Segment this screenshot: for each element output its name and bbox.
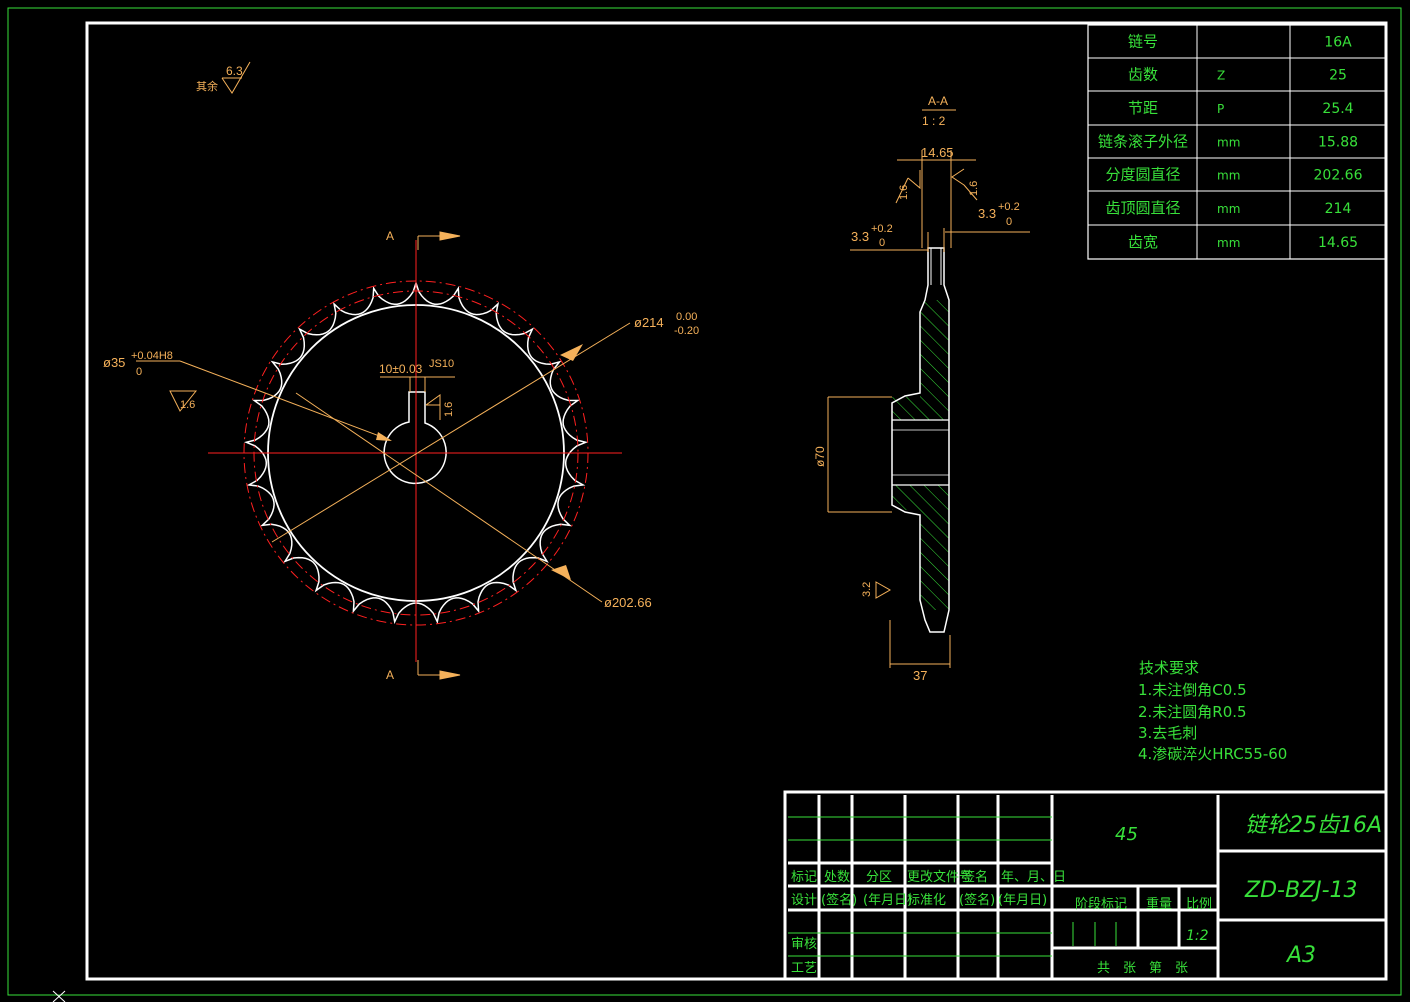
- section-arrow-bottom: [417, 660, 461, 680]
- dim-keyway-width: 10±0.03: [379, 362, 423, 376]
- roughness-face-symbols: [895, 168, 978, 204]
- dim-bore-upper: +0.04H8: [131, 350, 173, 362]
- sheet-size: A3: [1285, 943, 1316, 968]
- dim-tooth-width: 14.65: [921, 145, 954, 160]
- tech-requirements-title: 技术要求: [1139, 659, 1199, 677]
- param-value: 202.66: [1314, 168, 1363, 184]
- dim-hub-dia: ø70: [813, 446, 827, 467]
- signature-column-label: 设计: [791, 893, 817, 908]
- label-weight: 重量: [1146, 896, 1172, 912]
- tech-requirement-item: 1.未注倒角C0.5: [1138, 681, 1247, 699]
- tech-requirement-item: 4.渗碳淬火HRC55-60: [1138, 745, 1287, 763]
- tech-requirement-item: 3.去毛刺: [1138, 724, 1197, 742]
- roughness-key-value: 1.6: [443, 402, 455, 417]
- parameter-table: 链号 16A 齿数 Z 25 节距 P 25.4 链条滚子外径 mm 15.88 分度圆直径 mm 202…: [1087, 24, 1387, 260]
- dim-chamfer-left: 3.3: [851, 229, 869, 244]
- outer-border: [7, 7, 1402, 996]
- param-symbol: mm: [1217, 136, 1240, 150]
- section-arrow-top: [417, 231, 461, 250]
- label-review: 审核: [791, 937, 817, 952]
- param-value: 15.88: [1318, 135, 1358, 151]
- section-scale: 1 : 2: [922, 114, 946, 128]
- signature-column-label: (签名): [821, 892, 857, 908]
- revision-column-label: 标记: [791, 870, 817, 885]
- param-symbol: Z: [1217, 69, 1225, 83]
- dim-outer-dia: ø214: [634, 315, 664, 330]
- signature-column-label: (年月日): [863, 893, 912, 908]
- roughness-bore-value: 1.6: [180, 399, 195, 411]
- dim-pitch-dia: ø202.66: [604, 595, 652, 610]
- revision-column-label: 年、月、日: [1001, 870, 1066, 885]
- param-value: 14.65: [1318, 235, 1358, 251]
- param-symbol: mm: [1217, 236, 1240, 250]
- param-name: 分度圆直径: [1105, 166, 1180, 184]
- dim-bore-lower: 0: [136, 366, 142, 378]
- scale-value: 1:2: [1186, 928, 1209, 944]
- section-label-top: A: [386, 229, 394, 243]
- drawing-frame: [85, 21, 1388, 981]
- section-label-bottom: A: [386, 668, 394, 682]
- revision-column-label: 签名: [962, 869, 988, 885]
- roughness-bore-symbol: [169, 390, 198, 412]
- revision-column-label: 更改文件号: [907, 870, 972, 885]
- param-symbol: mm: [1217, 169, 1240, 183]
- dim-hub-length: 37: [913, 668, 927, 683]
- part-name: 链轮25齿16A: [1245, 813, 1382, 838]
- param-name: 链号: [1128, 33, 1158, 51]
- signature-column-label: 标准化: [907, 893, 946, 908]
- dim-bore-dia: ø35: [103, 355, 125, 370]
- arrow-bore: [376, 432, 392, 441]
- roughness-face-right: 1.6: [968, 181, 980, 196]
- tech-requirements: 技术要求 1.未注倒角C0.5 2.未注圆角R0.5 3.去毛刺 4.渗碳淬火H…: [1138, 659, 1287, 763]
- label-stage: 阶段标记: [1075, 897, 1127, 912]
- bore-keyway: [383, 391, 447, 485]
- param-value: 16A: [1324, 35, 1352, 51]
- roughness-key-symbol: [425, 394, 441, 420]
- roughness-other-symbol: 其余 6.3: [196, 61, 251, 94]
- section-view: A-A 1 : 2: [813, 94, 1030, 683]
- dim-outer-lower: -0.20: [674, 325, 699, 337]
- front-view: A A ø214 0.00 -0.20 ø202.66 ø35 +0.04H8 …: [103, 229, 699, 682]
- param-symbol: P: [1217, 102, 1224, 116]
- signature-column-label: (签名): [959, 892, 995, 908]
- arrow-od: [560, 344, 583, 361]
- roughness-hub-value: 3.2: [861, 582, 873, 597]
- param-value: 214: [1325, 201, 1352, 217]
- param-value: 25.4: [1322, 101, 1353, 117]
- param-name: 齿数: [1128, 66, 1158, 84]
- revision-column-label: 分区: [866, 870, 892, 885]
- roughness-face-left: 1.6: [898, 185, 910, 200]
- param-symbol: mm: [1217, 202, 1240, 216]
- dim-chamfer-right: 3.3: [978, 206, 996, 221]
- title-block: 标记处数分区更改文件号签名年、月、日 设计(签名)(年月日)标准化(签名)(年月…: [783, 790, 1388, 981]
- section-dimensions: [827, 150, 1030, 668]
- param-name: 节距: [1128, 99, 1158, 117]
- tech-requirement-item: 2.未注圆角R0.5: [1138, 703, 1247, 721]
- dim-outer-upper: 0.00: [676, 311, 697, 323]
- crosshair-cursor: [52, 990, 66, 1002]
- label-process: 工艺: [791, 961, 817, 976]
- dim-chamfer-right-lower: 0: [1006, 216, 1012, 228]
- param-name: 齿宽: [1128, 233, 1158, 251]
- roughness-hub-symbol: [875, 581, 892, 599]
- param-name: 齿顶圆直径: [1105, 199, 1180, 217]
- sheet-count: 共 张 第 张: [1097, 961, 1188, 976]
- signature-column-label: (年月日): [998, 893, 1047, 908]
- roughness-other-label: 其余: [196, 79, 218, 93]
- label-scale: 比例: [1186, 897, 1212, 912]
- section-outline: [891, 247, 950, 633]
- drawing-number: ZD-BZJ-13: [1244, 878, 1358, 903]
- section-title: A-A: [928, 94, 948, 108]
- roughness-other-value: 6.3: [226, 64, 243, 78]
- dim-chamfer-left-lower: 0: [879, 237, 885, 249]
- material: 45: [1115, 824, 1138, 845]
- revision-column-label: 处数: [824, 870, 850, 885]
- param-value: 25: [1329, 68, 1347, 84]
- dim-chamfer-left-upper: +0.2: [871, 223, 893, 235]
- arrow-pitch: [551, 565, 571, 580]
- dim-keyway-fit: JS10: [429, 358, 454, 370]
- param-name: 链条滚子外径: [1098, 133, 1188, 151]
- dim-chamfer-right-upper: +0.2: [998, 201, 1020, 213]
